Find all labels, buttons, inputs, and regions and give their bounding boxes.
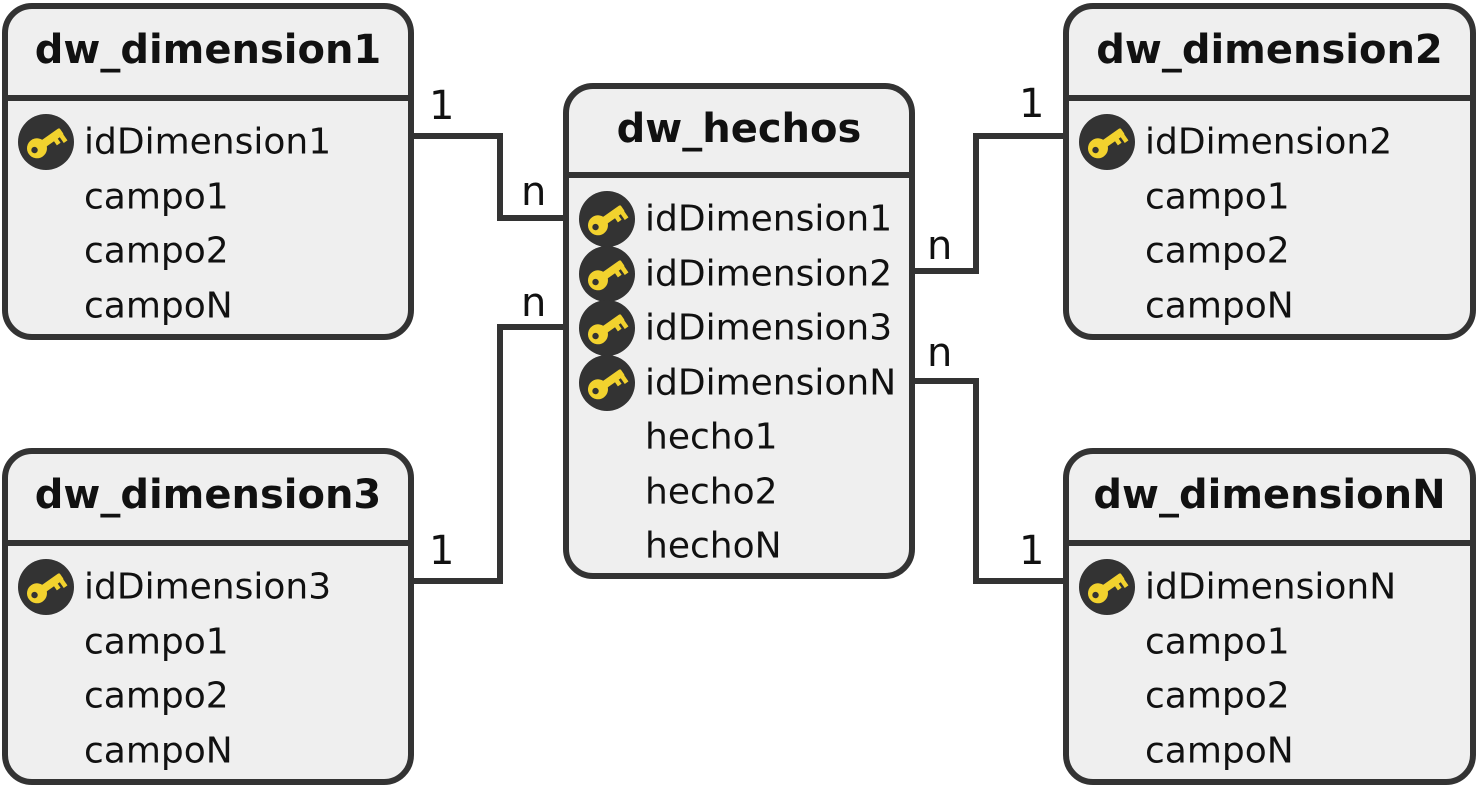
field-row-primary-key: idDimension1 bbox=[8, 113, 408, 171]
field-row: hecho2 bbox=[569, 465, 909, 520]
key-icon bbox=[1078, 113, 1136, 171]
table-title: dw_hechos bbox=[569, 89, 909, 178]
connector-dimension2-hechos bbox=[907, 133, 1073, 274]
field-row-primary-key: idDimension3 bbox=[8, 558, 408, 616]
field-row: campoN bbox=[8, 279, 408, 334]
table-dw-dimension2: dw_dimension2 idDimension2 campo1 campo2… bbox=[1063, 3, 1476, 340]
field-row-foreign-key: idDimension3 bbox=[569, 299, 909, 357]
field-row: campoN bbox=[8, 724, 408, 779]
field-name: campoN bbox=[1145, 285, 1294, 327]
field-row: campo2 bbox=[8, 224, 408, 279]
table-dw-dimension1: dw_dimension1 idDimension1 campo1 campo2… bbox=[2, 3, 414, 340]
table-title: dw_dimensionN bbox=[1069, 454, 1470, 546]
connector-dimensionN-hechos bbox=[907, 378, 1073, 584]
field-row: campo1 bbox=[1069, 170, 1470, 225]
table-title: dw_dimension3 bbox=[8, 454, 408, 546]
field-row-primary-key: idDimension2 bbox=[1069, 113, 1470, 171]
field-name: hechoN bbox=[645, 525, 782, 567]
field-name: campo1 bbox=[1145, 621, 1290, 663]
field-list: idDimension1 idDimension2 idDimension3 i… bbox=[569, 178, 909, 574]
key-icon bbox=[578, 190, 636, 248]
field-name: idDimension3 bbox=[645, 307, 893, 349]
key-icon bbox=[17, 558, 75, 616]
table-title: dw_dimension2 bbox=[1069, 9, 1470, 101]
table-dw-hechos: dw_hechos idDimension1 idDimension2 idDi… bbox=[563, 83, 915, 579]
field-row-foreign-key: idDimensionN bbox=[569, 354, 909, 412]
field-list: idDimension1 campo1 campo2 campoN bbox=[8, 101, 408, 333]
field-row: campo1 bbox=[8, 170, 408, 225]
field-name: idDimension1 bbox=[84, 121, 332, 163]
cardinality-many-dimension2: n bbox=[927, 223, 953, 269]
field-name: hecho2 bbox=[645, 471, 778, 513]
field-name: campo2 bbox=[1145, 675, 1290, 717]
cardinality-one-dimension1: 1 bbox=[429, 83, 455, 129]
field-list: idDimension3 campo1 campo2 campoN bbox=[8, 546, 408, 778]
field-name: campo1 bbox=[84, 176, 229, 218]
cardinality-many-dimension3: n bbox=[521, 280, 547, 326]
field-row: hechoN bbox=[569, 519, 909, 574]
field-name: campoN bbox=[84, 285, 233, 327]
field-name: campo2 bbox=[1145, 230, 1290, 272]
field-row-primary-key: idDimensionN bbox=[1069, 558, 1470, 616]
field-name: idDimension2 bbox=[645, 253, 893, 295]
field-name: idDimension1 bbox=[645, 198, 893, 240]
field-row: campo1 bbox=[8, 615, 408, 670]
field-row-foreign-key: idDimension1 bbox=[569, 190, 909, 248]
table-dw-dimensionN: dw_dimensionN idDimensionN campo1 campo2… bbox=[1063, 448, 1476, 785]
connector-dimension1-hechos bbox=[405, 133, 572, 221]
field-name: campo2 bbox=[84, 230, 229, 272]
key-icon bbox=[1078, 558, 1136, 616]
field-row: campo2 bbox=[1069, 224, 1470, 279]
cardinality-many-dimension1: n bbox=[521, 169, 547, 215]
cardinality-one-dimensionN: 1 bbox=[1019, 528, 1045, 574]
field-row-foreign-key: idDimension2 bbox=[569, 245, 909, 303]
field-name: campoN bbox=[1145, 730, 1294, 772]
field-list: idDimensionN campo1 campo2 campoN bbox=[1069, 546, 1470, 778]
field-row: campoN bbox=[1069, 724, 1470, 779]
field-row: campoN bbox=[1069, 279, 1470, 334]
field-name: campo1 bbox=[84, 621, 229, 663]
field-row: campo1 bbox=[1069, 615, 1470, 670]
field-row: hecho1 bbox=[569, 410, 909, 465]
field-name: campoN bbox=[84, 730, 233, 772]
connector-dimension3-hechos bbox=[405, 324, 572, 584]
field-name: idDimension3 bbox=[84, 566, 332, 608]
field-name: idDimension2 bbox=[1145, 121, 1393, 163]
key-icon bbox=[578, 354, 636, 412]
field-name: campo2 bbox=[84, 675, 229, 717]
key-icon bbox=[578, 245, 636, 303]
field-name: idDimensionN bbox=[1145, 566, 1397, 608]
field-row: campo2 bbox=[8, 669, 408, 724]
cardinality-one-dimension3: 1 bbox=[429, 528, 455, 574]
field-row: campo2 bbox=[1069, 669, 1470, 724]
field-name: hecho1 bbox=[645, 416, 778, 458]
cardinality-many-dimensionN: n bbox=[927, 330, 953, 376]
field-list: idDimension2 campo1 campo2 campoN bbox=[1069, 101, 1470, 333]
table-title: dw_dimension1 bbox=[8, 9, 408, 101]
field-name: idDimensionN bbox=[645, 362, 897, 404]
field-name: campo1 bbox=[1145, 176, 1290, 218]
cardinality-one-dimension2: 1 bbox=[1019, 81, 1045, 127]
table-dw-dimension3: dw_dimension3 idDimension3 campo1 campo2… bbox=[2, 448, 414, 785]
key-icon bbox=[578, 299, 636, 357]
key-icon bbox=[17, 113, 75, 171]
